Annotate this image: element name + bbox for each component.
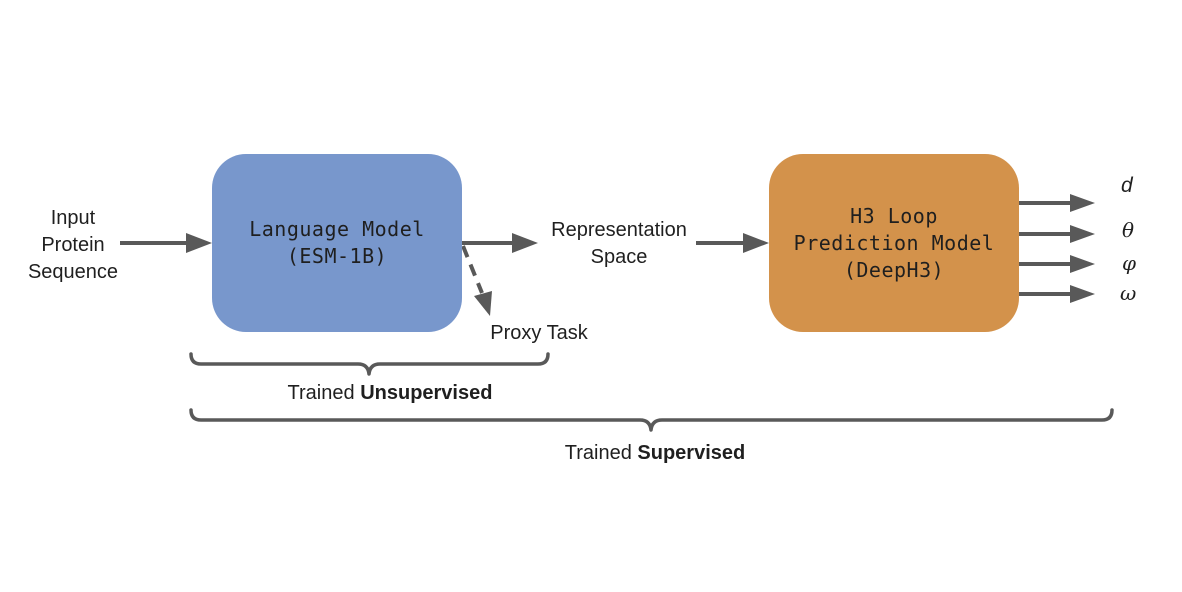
output-omega-label: ω [1120, 281, 1137, 305]
arrow-output-theta [1019, 225, 1095, 243]
arrow-lm-to-proxy-task [461, 245, 492, 316]
language-model-title: Language Model [249, 217, 425, 241]
supervised-emphasis: Supervised [637, 442, 746, 464]
brace-unsupervised [189, 352, 550, 376]
output-d-label: d [1121, 174, 1133, 197]
output-phi-label: φ [1122, 251, 1137, 275]
h3-model-line3: (DeepH3) [843, 257, 945, 282]
output-theta-label: θ [1122, 218, 1135, 242]
representation-label-line2: Space [590, 246, 648, 268]
language-model-box: Language Model (ESM-1B) [212, 154, 462, 332]
input-label-line3: Sequence [27, 261, 119, 283]
input-label-line1: Input [50, 207, 96, 229]
trained-supervised-label: Trained Supervised [510, 440, 800, 467]
proxy-task-label: Proxy Task [490, 322, 588, 344]
trained-unsupervised-label: Trained Unsupervised [250, 380, 530, 407]
supervised-prefix: Trained [564, 442, 638, 464]
arrow-input-to-lm [120, 233, 212, 253]
h3-loop-model-box: H3 Loop Prediction Model (DeepH3) [769, 154, 1019, 332]
unsupervised-emphasis: Unsupervised [360, 382, 493, 404]
language-model-subtitle: (ESM-1B) [286, 244, 388, 268]
arrow-output-phi [1019, 255, 1095, 273]
h3-model-line1: H3 Loop [850, 203, 938, 228]
arrow-representation-to-h3 [696, 233, 769, 253]
h3-model-line2: Prediction Model [793, 230, 995, 255]
representation-space-label: Representation Space [538, 217, 700, 271]
brace-supervised [189, 408, 1114, 432]
arrow-output-d [1019, 194, 1095, 212]
unsupervised-prefix: Trained [287, 382, 361, 404]
input-protein-sequence-label: Input Protein Sequence [18, 205, 128, 286]
representation-label-line1: Representation [551, 219, 687, 241]
input-label-line2: Protein [41, 234, 105, 256]
arrow-lm-to-representation [462, 233, 538, 253]
arrow-output-omega [1019, 285, 1095, 303]
